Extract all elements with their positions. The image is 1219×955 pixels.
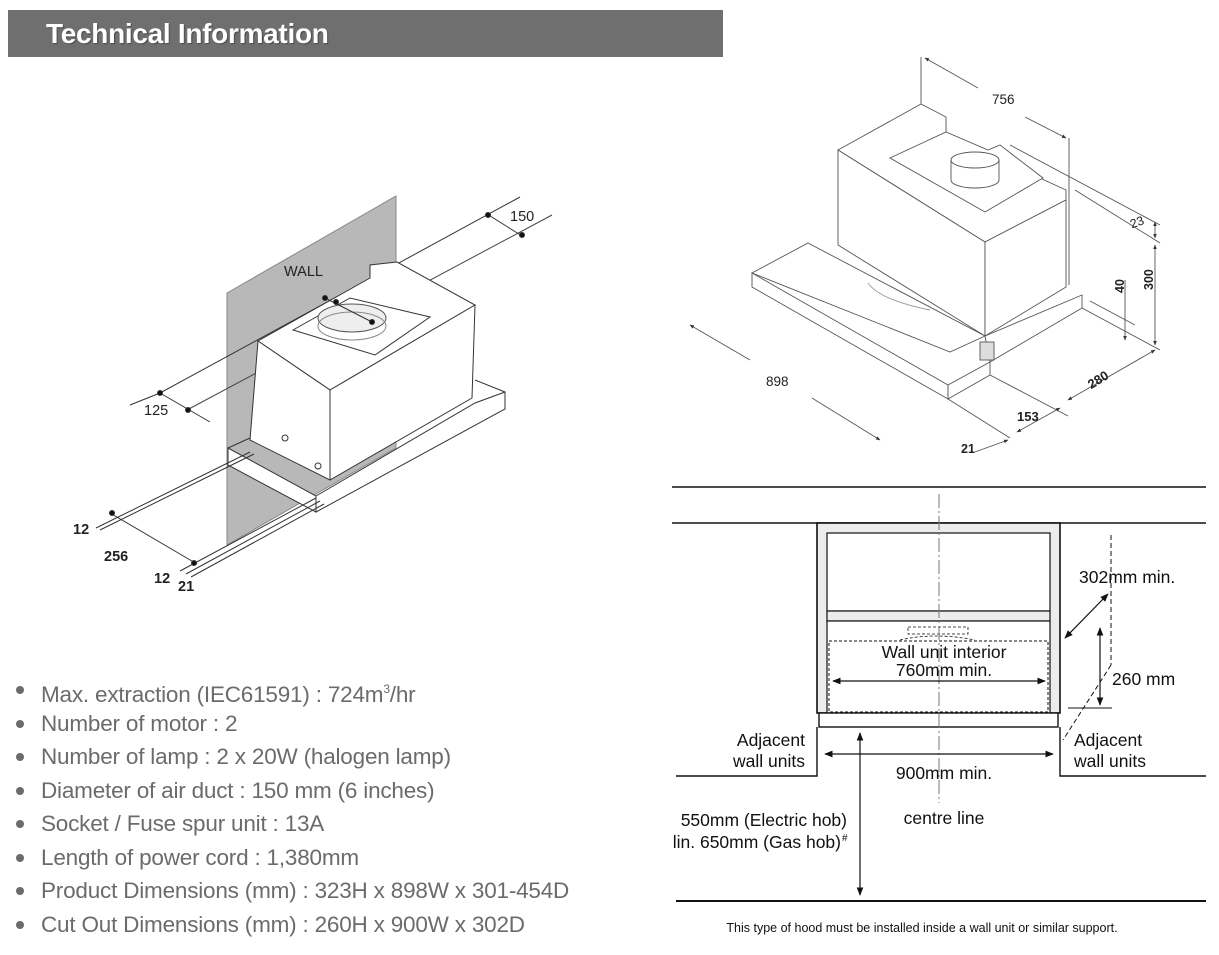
installation-note: This type of hood must be installed insi… bbox=[726, 921, 1117, 935]
bullet-icon bbox=[16, 786, 24, 795]
wall-label: WALL bbox=[284, 264, 323, 280]
hob-gas-footnote-mark: # bbox=[842, 833, 848, 844]
dim-150: 150 bbox=[510, 209, 534, 225]
installation-diagram bbox=[672, 486, 1206, 902]
dim-21-iso: 21 bbox=[961, 442, 975, 456]
dim-756: 756 bbox=[992, 92, 1015, 107]
dim-23: 23 bbox=[1128, 213, 1146, 231]
adjacent-right-label-2: wall units bbox=[1073, 751, 1146, 771]
height-label: 260 mm bbox=[1112, 669, 1175, 689]
spec-item-cord: Length of power cord : 1,380mm bbox=[14, 841, 569, 875]
depth-min-label: 302mm min. bbox=[1079, 567, 1175, 587]
centre-line-label: centre line bbox=[904, 808, 985, 828]
adjacent-left-label-1: Adjacent bbox=[737, 730, 805, 750]
bullet-icon bbox=[16, 753, 24, 761]
spec-item-cutout-dimensions: Cut Out Dimensions (mm) : 260H x 900W x … bbox=[14, 908, 569, 942]
dim-12-bottom: 12 bbox=[154, 571, 170, 587]
hob-gas-label: lin. 650mm (Gas hob) bbox=[673, 832, 841, 852]
duct-ring bbox=[317, 303, 387, 333]
page-title: Technical Information bbox=[46, 18, 329, 49]
width-min-label: 900mm min. bbox=[896, 763, 992, 783]
spec-item-socket: Socket / Fuse spur unit : 13A bbox=[14, 807, 569, 841]
side-view-drawing bbox=[95, 195, 553, 578]
spec-item-lamp: Number of lamp : 2 x 20W (halogen lamp) bbox=[14, 740, 569, 774]
adjacent-left-label-2: wall units bbox=[732, 751, 805, 771]
iso-view-drawing bbox=[689, 57, 1161, 453]
dim-40: 40 bbox=[1113, 279, 1127, 293]
hood-body-side bbox=[984, 199, 1067, 337]
bullet-icon bbox=[16, 820, 24, 828]
adjacent-left-unit bbox=[676, 727, 818, 777]
spec-list: Max. extraction (IEC61591) : 724m3/hr Nu… bbox=[14, 673, 569, 941]
dim-898: 898 bbox=[766, 374, 789, 389]
adjacent-right-label-1: Adjacent bbox=[1074, 730, 1142, 750]
wall-unit-interior-label: Wall unit interior bbox=[882, 642, 1007, 662]
bullet-icon bbox=[16, 920, 24, 929]
bullet-icon bbox=[16, 686, 24, 694]
dim-21: 21 bbox=[178, 579, 194, 595]
hob-electric-label: 550mm (Electric hob) bbox=[681, 810, 847, 830]
dim-300: 300 bbox=[1142, 269, 1156, 290]
adjacent-right-unit bbox=[1059, 727, 1206, 777]
dim-153: 153 bbox=[1017, 409, 1039, 424]
header-bar: Technical Information bbox=[8, 10, 723, 57]
dim-125: 125 bbox=[144, 403, 168, 419]
hood-base-rail bbox=[315, 391, 506, 513]
interior-min-label: 760mm min. bbox=[896, 660, 992, 680]
bullet-icon bbox=[16, 853, 24, 862]
spec-item-product-dimensions: Product Dimensions (mm) : 323H x 898W x … bbox=[14, 874, 569, 908]
bullet-icon bbox=[16, 719, 24, 728]
dim-256: 256 bbox=[104, 549, 128, 565]
dim-12-top: 12 bbox=[73, 522, 89, 538]
spec-item-max-extraction: Max. extraction (IEC61591) : 724m3/hr bbox=[14, 673, 569, 707]
hood-side bbox=[329, 304, 476, 481]
spec-item-motor: Number of motor : 2 bbox=[14, 707, 569, 741]
bullet-icon bbox=[16, 887, 24, 895]
spec-item-duct: Diameter of air duct : 150 mm (6 inches) bbox=[14, 774, 569, 808]
